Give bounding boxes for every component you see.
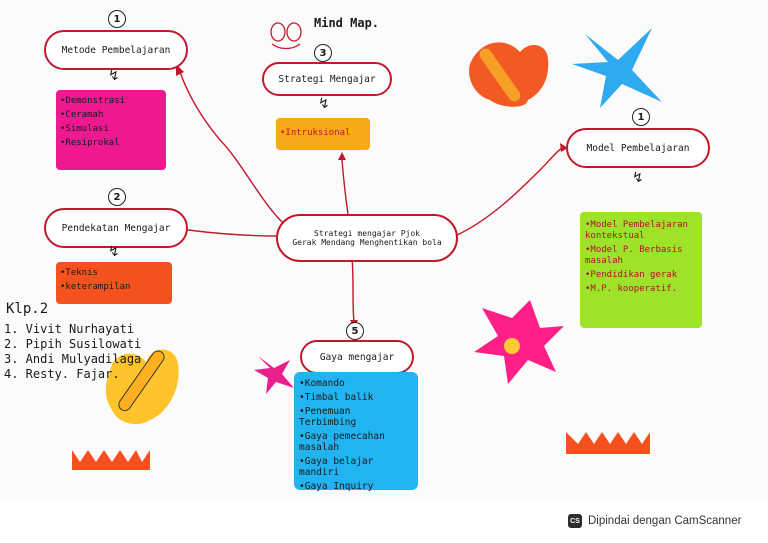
- branch-number-badge: 1: [632, 108, 650, 126]
- link-to-gaya: [351, 257, 355, 323]
- note-pendekatan: Teknis keterampilan: [56, 262, 172, 304]
- group-member: 1. Vivit Nurhayati: [4, 322, 135, 336]
- note-item: Ceramah: [60, 110, 162, 121]
- note-model: Model Pembelajaran kontekstual Model P. …: [580, 212, 702, 328]
- note-item: M.P. kooperatif.: [585, 284, 697, 295]
- group-member: 3. Andi Mulyadilaga: [4, 352, 142, 366]
- branch-number-badge: 5: [346, 322, 364, 340]
- central-topic: Strategi mengajar Pjok Gerak Mendang Men…: [276, 214, 458, 262]
- grass-icon: [72, 450, 150, 470]
- squiggle-arrow-icon: ↯: [632, 170, 644, 186]
- map-title: Mind Map.: [314, 16, 380, 30]
- arrowhead-model: [560, 143, 568, 152]
- central-topic-line1: Strategi mengajar Pjok: [314, 229, 420, 238]
- grass-icon-right: [566, 432, 650, 454]
- flower-center-icon: [504, 338, 520, 354]
- star-pink-icon: [254, 356, 294, 394]
- branch-metode-pembelajaran: Metode Pembelajaran: [44, 30, 188, 70]
- note-item: Pendidikan gerak: [585, 270, 697, 281]
- note-item: Gaya belajar mandiri: [299, 456, 413, 478]
- note-item: Komando: [299, 378, 413, 389]
- note-item: Model P. Berbasis masalah: [585, 245, 697, 267]
- branch-model-pembelajaran: Model Pembelajaran: [566, 128, 710, 168]
- branch-pendekatan-mengajar: Pendekatan Mengajar: [44, 208, 188, 248]
- camscanner-watermark: CS Dipindai dengan CamScanner: [568, 514, 741, 528]
- butterfly-orange-icon: [469, 42, 549, 107]
- branch-number-badge: 1: [108, 10, 126, 28]
- link-to-pendekatan: [187, 229, 277, 237]
- flower-pink-icon: [474, 300, 564, 384]
- note-metode: Demonstrasi Ceramah Simulasi Resiprokal: [56, 90, 166, 170]
- eyes-doodle-icon: [270, 22, 302, 50]
- note-strategi: Intruksional: [276, 118, 370, 150]
- branch-number-badge: 3: [314, 44, 332, 62]
- central-topic-line2: Gerak Mendang Menghentikan bola: [292, 238, 442, 247]
- camscanner-logo-icon: CS: [568, 514, 582, 528]
- squiggle-arrow-icon: ↯: [108, 68, 120, 84]
- note-item: Intruksional: [280, 128, 366, 139]
- note-item: Simulasi: [60, 124, 162, 135]
- group-label: Klp.2: [6, 301, 49, 317]
- note-item: Model Pembelajaran kontekstual: [585, 220, 697, 242]
- note-item: Gaya pemecahan masalah: [299, 431, 413, 453]
- link-to-metode: [179, 71, 283, 223]
- branch-gaya-mengajar: Gaya mengajar: [300, 340, 414, 374]
- group-member-list: 1. Vivit Nurhayati 2. Pipih Susilowati 3…: [4, 322, 141, 382]
- watermark-text: Dipindai dengan CamScanner: [588, 515, 742, 527]
- link-to-strategi: [341, 159, 349, 215]
- branch-number-badge: 2: [108, 188, 126, 206]
- note-item: Timbal balik: [299, 392, 413, 403]
- group-member: 4. Resty. Fajar.: [4, 367, 120, 381]
- note-gaya: Komando Timbal balik Penemuan Terbimbing…: [294, 372, 418, 492]
- note-item: keterampilan: [60, 282, 168, 293]
- star-blue-icon: [572, 28, 662, 108]
- group-member: 2. Pipih Susilowati: [4, 337, 142, 351]
- squiggle-arrow-icon: ↯: [108, 244, 120, 260]
- arrowhead-strategi: [338, 152, 346, 160]
- note-item: Teknis: [60, 268, 168, 279]
- note-item: Demonstrasi: [60, 96, 162, 107]
- note-item: Penemuan Terbimbing: [299, 406, 413, 428]
- butterfly-yellow-icon: [105, 349, 179, 425]
- branch-strategi-mengajar: Strategi Mengajar: [262, 62, 392, 96]
- squiggle-arrow-icon: ↯: [318, 96, 330, 112]
- link-to-model: [454, 147, 563, 237]
- note-item: Resiprokal: [60, 138, 162, 149]
- note-item: Gaya Inquiry: [299, 481, 413, 492]
